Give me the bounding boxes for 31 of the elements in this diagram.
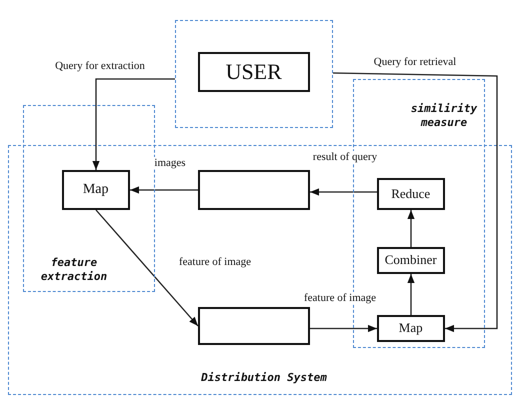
region-label: Distribution System xyxy=(200,371,328,385)
arrow xyxy=(310,188,377,196)
group-label: feature extraction xyxy=(40,256,108,284)
edge-label: feature of image xyxy=(178,256,252,268)
empty-box xyxy=(175,20,333,128)
empty-box xyxy=(198,170,310,210)
dashed-group-frame xyxy=(23,105,155,292)
arrow xyxy=(310,324,377,332)
edge-label: Query for retrieval xyxy=(372,56,458,68)
arrow xyxy=(332,72,498,332)
process-box xyxy=(376,178,445,210)
process-box xyxy=(198,52,310,92)
box-label: USER xyxy=(226,58,282,85)
box-label: Reduce xyxy=(391,186,430,202)
edge-label: feature of image xyxy=(302,292,378,304)
edge-label: images xyxy=(153,157,187,169)
process-box xyxy=(376,314,445,342)
edge-label: result of query xyxy=(312,151,378,163)
arrow xyxy=(407,274,415,315)
arrow xyxy=(130,186,198,194)
edge-label: Query for extraction xyxy=(54,60,146,72)
box-label: Map xyxy=(82,182,109,198)
box-label: Map xyxy=(398,320,423,336)
group-label: similirity measure xyxy=(410,102,478,130)
arrow xyxy=(96,210,198,326)
arrow xyxy=(407,210,415,247)
empty-box xyxy=(198,307,310,345)
process-box xyxy=(376,246,445,274)
box-label: Combiner xyxy=(384,252,437,268)
arrow xyxy=(92,78,175,170)
process-box xyxy=(62,170,130,210)
